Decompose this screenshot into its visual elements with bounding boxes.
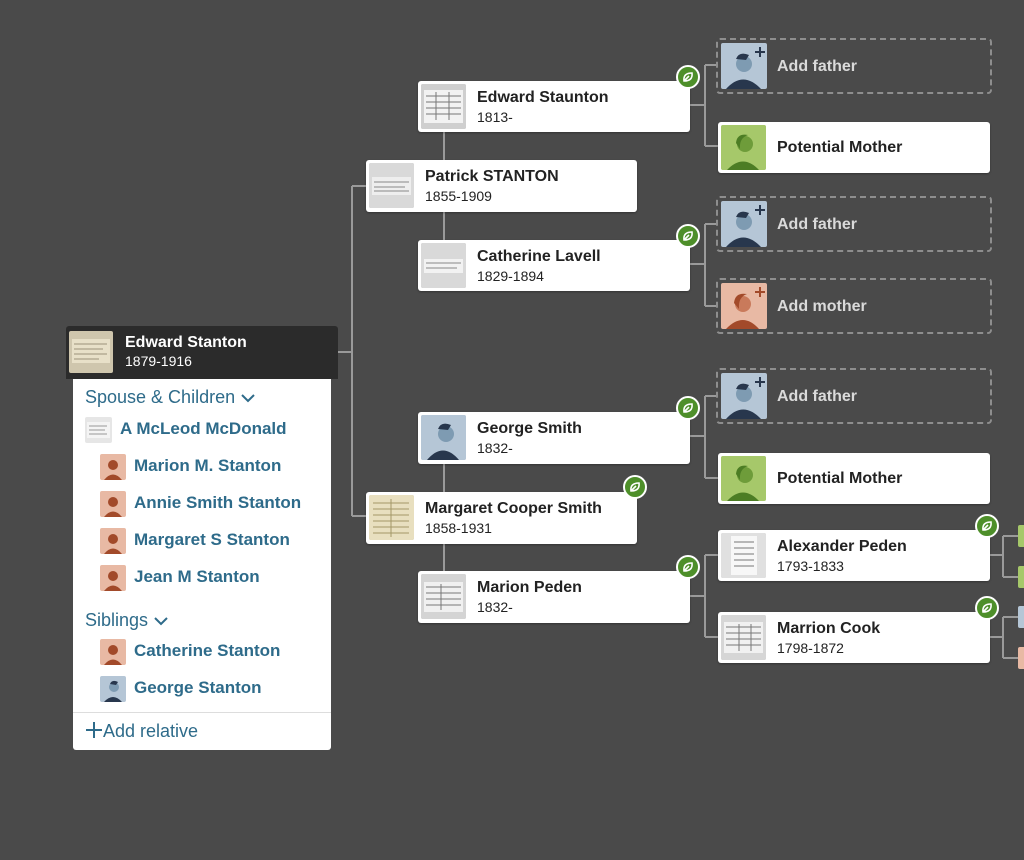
person-years: 1798-1872	[777, 640, 844, 656]
child-name: Jean M Stanton	[134, 567, 260, 586]
family-panel: Spouse & Children A McLeod McDonald Mari…	[73, 379, 331, 750]
add-father-label: Add father	[777, 388, 857, 405]
focus-person-years: 1879-1916	[125, 353, 192, 369]
leaf-icon	[982, 603, 992, 613]
person-years: 1829-1894	[477, 268, 544, 284]
record-hint-badge[interactable]	[975, 514, 999, 538]
add-relative-label: Add relative	[103, 721, 199, 741]
spouse-children-label: Spouse & Children	[85, 387, 236, 407]
potential-mother-icon	[721, 456, 766, 501]
record-thumbnail	[421, 574, 466, 619]
offscreen-person-card[interactable]	[1018, 647, 1024, 669]
record-thumbnail	[369, 495, 414, 540]
male-avatar-icon	[100, 676, 126, 702]
add-father-button[interactable]: Add father	[716, 368, 992, 424]
leaf-icon	[683, 403, 693, 413]
chevron-down-icon	[241, 394, 255, 403]
female-avatar-icon	[100, 454, 126, 480]
person-name: Patrick STANTON	[425, 168, 559, 185]
record-hint-badge[interactable]	[676, 396, 700, 420]
add-father-icon	[721, 43, 767, 89]
focus-person-name: Edward Stanton	[125, 334, 247, 351]
record-thumbnail	[721, 533, 766, 578]
grandparent-card[interactable]: Marion Peden 1832-	[418, 571, 690, 623]
person-years: 1855-1909	[425, 188, 492, 204]
person-name: Edward Staunton	[477, 89, 609, 106]
record-hint-badge[interactable]	[676, 555, 700, 579]
chevron-down-icon	[154, 617, 168, 626]
potential-mother-card[interactable]: Potential Mother	[718, 453, 990, 504]
female-avatar-icon	[100, 528, 126, 554]
mother-card[interactable]: Margaret Cooper Smith 1858-1931	[366, 492, 637, 544]
sibling-name: Catherine Stanton	[134, 641, 281, 660]
leaf-icon	[683, 72, 693, 82]
add-father-button[interactable]: Add father	[716, 38, 992, 94]
add-father-icon	[721, 201, 767, 247]
add-father-label: Add father	[777, 216, 857, 233]
person-years: 1813-	[477, 109, 513, 125]
record-thumbnail	[69, 331, 113, 373]
leaf-icon	[683, 231, 693, 241]
female-avatar-icon	[100, 565, 126, 591]
person-name: Marion Peden	[477, 579, 582, 596]
add-mother-label: Add mother	[777, 298, 867, 315]
panel-divider	[73, 712, 331, 713]
female-avatar-icon	[100, 491, 126, 517]
person-name: Margaret Cooper Smith	[425, 500, 602, 517]
person-name: Catherine Lavell	[477, 248, 601, 265]
grandparent-card[interactable]: George Smith 1832-	[418, 412, 690, 464]
child-name: Marion M. Stanton	[134, 456, 282, 475]
leaf-icon	[683, 562, 693, 572]
spouse-name: A McLeod McDonald	[120, 419, 287, 438]
potential-mother-label: Potential Mother	[777, 470, 903, 487]
record-hint-badge[interactable]	[676, 224, 700, 248]
great-grandparent-card[interactable]: Alexander Peden 1793-1833	[718, 530, 990, 581]
record-thumbnail	[85, 417, 112, 443]
grandparent-card[interactable]: Edward Staunton 1813-	[418, 81, 690, 132]
child-name: Margaret S Stanton	[134, 530, 290, 549]
record-hint-badge[interactable]	[676, 65, 700, 89]
child-name: Annie Smith Stanton	[134, 493, 302, 512]
add-relative-button[interactable]: Add relative	[85, 721, 198, 742]
focus-person-card[interactable]: Edward Stanton 1879-1916	[66, 326, 338, 379]
add-mother-icon	[721, 283, 767, 329]
father-card[interactable]: Patrick STANTON 1855-1909	[366, 160, 637, 212]
record-hint-badge[interactable]	[975, 596, 999, 620]
spouse-children-toggle[interactable]: Spouse & Children	[85, 387, 256, 408]
add-father-icon	[721, 373, 767, 419]
leaf-icon	[630, 482, 640, 492]
sibling-name: George Stanton	[134, 678, 262, 697]
female-avatar-icon	[100, 639, 126, 665]
offscreen-person-card[interactable]	[1018, 606, 1024, 628]
potential-mother-icon	[721, 125, 766, 170]
male-avatar-icon	[421, 415, 466, 460]
person-years: 1832-	[477, 599, 513, 615]
offscreen-person-card[interactable]	[1018, 525, 1024, 547]
plus-icon	[86, 722, 102, 738]
record-thumbnail	[421, 243, 466, 288]
person-name: Alexander Peden	[777, 538, 907, 555]
siblings-toggle[interactable]: Siblings	[85, 610, 169, 631]
record-thumbnail	[421, 84, 466, 129]
great-grandparent-card[interactable]: Marrion Cook 1798-1872	[718, 612, 990, 663]
leaf-icon	[982, 521, 992, 531]
add-father-label: Add father	[777, 58, 857, 75]
potential-mother-label: Potential Mother	[777, 139, 903, 156]
person-name: George Smith	[477, 420, 582, 437]
person-years: 1793-1833	[777, 558, 844, 574]
add-father-button[interactable]: Add father	[716, 196, 992, 252]
record-thumbnail	[369, 163, 414, 208]
record-thumbnail	[721, 615, 766, 660]
record-hint-badge[interactable]	[623, 475, 647, 499]
person-years: 1832-	[477, 440, 513, 456]
grandparent-card[interactable]: Catherine Lavell 1829-1894	[418, 240, 690, 291]
siblings-label: Siblings	[85, 610, 149, 630]
potential-mother-card[interactable]: Potential Mother	[718, 122, 990, 173]
person-years: 1858-1931	[425, 520, 492, 536]
offscreen-person-card[interactable]	[1018, 566, 1024, 588]
person-name: Marrion Cook	[777, 620, 881, 637]
add-mother-button[interactable]: Add mother	[716, 278, 992, 334]
